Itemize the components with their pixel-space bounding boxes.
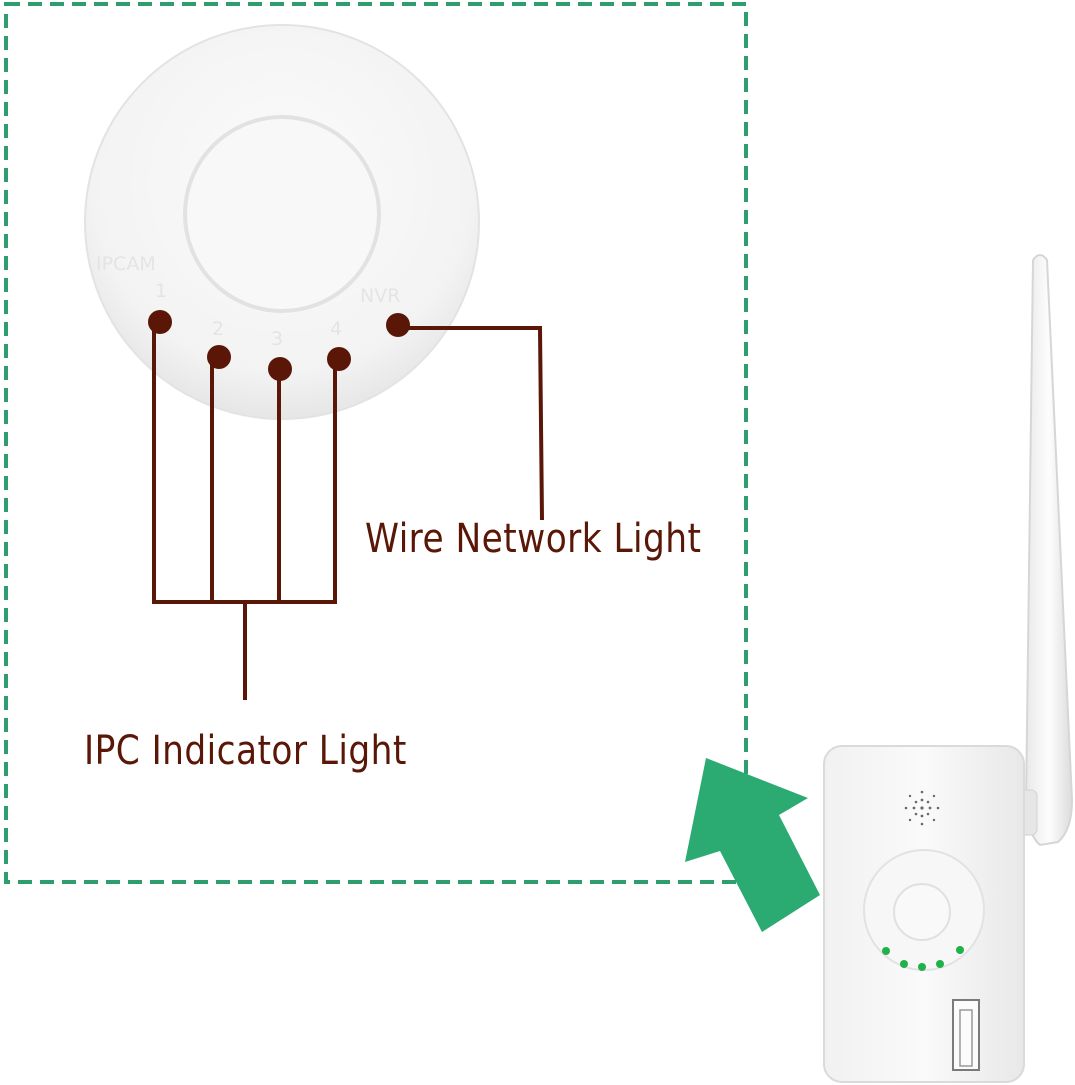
- speaker-grille-icon: [904, 790, 940, 826]
- ipc-light-3: [268, 357, 292, 381]
- ethernet-port-inner: [959, 1009, 973, 1067]
- ethernet-port: [952, 999, 980, 1071]
- marking-ipcam: IPCAM: [96, 253, 156, 275]
- ipc-light-1: [148, 310, 172, 334]
- marking-port-1: 1: [155, 280, 167, 302]
- ipc-light-2: [207, 345, 231, 369]
- led-nvr: [956, 946, 964, 954]
- ipc-indicator-light-label: IPC Indicator Light: [84, 728, 407, 774]
- marking-port-4: 4: [330, 318, 342, 340]
- callout-lines: [152, 322, 544, 700]
- marking-nvr: NVR: [360, 285, 400, 307]
- panel-center-button: [183, 115, 381, 313]
- marking-port-3: 3: [271, 328, 283, 350]
- zoom-arrow-icon: [685, 758, 820, 932]
- ipc-light-4: [327, 347, 351, 371]
- led-1: [882, 947, 890, 955]
- led-4: [936, 960, 944, 968]
- dashed-zoom-border: [4, 2, 748, 884]
- led-2: [900, 960, 908, 968]
- antenna-icon: [1024, 254, 1074, 847]
- wire-network-light-label: Wire Network Light: [365, 516, 702, 562]
- small-center-button: [893, 883, 951, 941]
- led-3: [918, 963, 926, 971]
- nvr-light: [386, 313, 410, 337]
- marking-port-2: 2: [212, 318, 224, 340]
